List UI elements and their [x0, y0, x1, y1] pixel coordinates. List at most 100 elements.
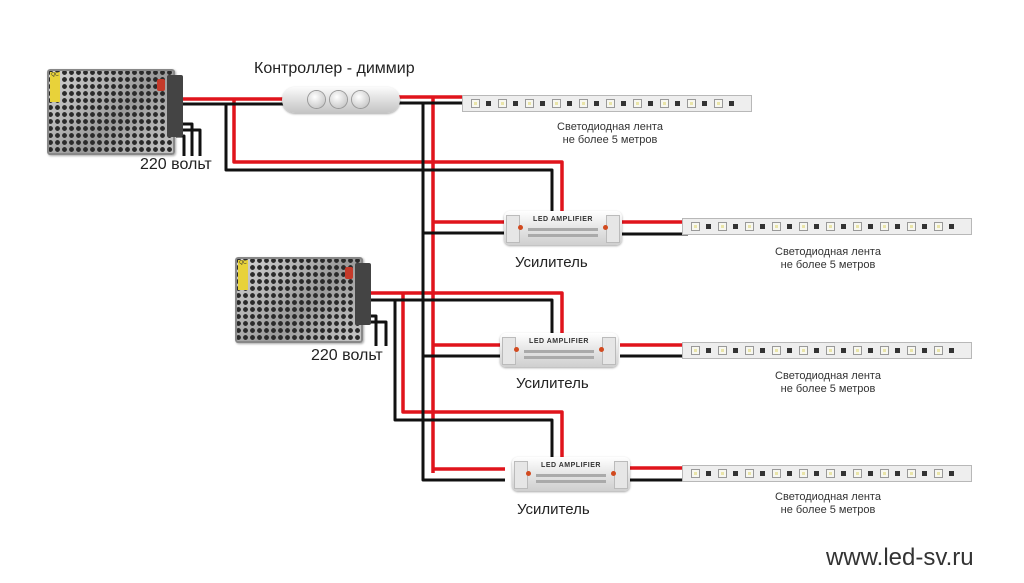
led-chip-icon — [718, 469, 727, 478]
psu-trimmer-icon — [345, 267, 353, 279]
resistor-icon — [540, 101, 545, 106]
resistor-icon — [729, 101, 734, 106]
led-chip-icon — [772, 469, 781, 478]
psu-label-icon: QC — [238, 260, 248, 290]
resistor-icon — [702, 101, 707, 106]
amp-spec-line — [536, 474, 606, 477]
led-chip-icon — [799, 222, 808, 231]
led-chip-icon — [907, 346, 916, 355]
led-strip-1 — [462, 95, 752, 112]
amp-spec-line — [528, 234, 598, 237]
resistor-icon — [733, 224, 738, 229]
resistor-icon — [513, 101, 518, 106]
strip-label-3: Светодиодная лента не более 5 метров — [758, 370, 898, 396]
led-chip-icon — [934, 222, 943, 231]
led-chip-icon — [714, 99, 723, 108]
strip-label-line1: Светодиодная лента — [775, 491, 881, 503]
resistor-icon — [922, 471, 927, 476]
resistor-icon — [594, 101, 599, 106]
controller-button-icon — [330, 91, 347, 108]
led-chip-icon — [934, 346, 943, 355]
amplifier-label-3: Усилитель — [517, 501, 590, 518]
power-supply-2: QC — [235, 257, 371, 343]
website-url: www.led-sv.ru — [826, 544, 974, 571]
led-chip-icon — [880, 222, 889, 231]
controller-label: Контроллер - диммир — [254, 60, 415, 77]
controller-button-icon — [308, 91, 325, 108]
strip-label-2: Светодиодная лента не более 5 метров — [758, 246, 898, 272]
controller-button-icon — [352, 91, 369, 108]
led-chip-icon — [691, 346, 700, 355]
led-chip-icon — [907, 469, 916, 478]
led-chip-icon — [934, 469, 943, 478]
led-chip-icon — [687, 99, 696, 108]
wire-psu2-black — [365, 298, 554, 343]
resistor-icon — [787, 224, 792, 229]
resistor-icon — [814, 348, 819, 353]
amp-spec-line — [524, 356, 594, 359]
led-chip-icon — [907, 222, 916, 231]
strip-label-line1: Светодиодная лента — [775, 370, 881, 382]
led-chip-icon — [772, 222, 781, 231]
strip-label-line2: не более 5 метров — [780, 259, 876, 271]
strip-label-line1: Светодиодная лента — [557, 121, 663, 133]
amp-led-icon — [518, 225, 523, 230]
resistor-icon — [841, 348, 846, 353]
resistor-icon — [787, 348, 792, 353]
amp-led-icon — [611, 471, 616, 476]
psu-label-icon: QC — [50, 72, 60, 102]
resistor-icon — [733, 471, 738, 476]
resistor-icon — [949, 471, 954, 476]
strip-label-line2: не более 5 метров — [780, 504, 876, 516]
led-chip-icon — [691, 222, 700, 231]
amp-spec-line — [524, 350, 594, 353]
resistor-icon — [621, 101, 626, 106]
resistor-icon — [733, 348, 738, 353]
resistor-icon — [868, 471, 873, 476]
resistor-icon — [760, 348, 765, 353]
led-chip-icon — [745, 346, 754, 355]
led-chip-icon — [772, 346, 781, 355]
resistor-icon — [841, 224, 846, 229]
power-supply-1: QC — [47, 69, 183, 155]
strip-label-line2: не более 5 метров — [780, 383, 876, 395]
resistor-icon — [841, 471, 846, 476]
negative-wires — [172, 101, 688, 482]
resistor-icon — [922, 224, 927, 229]
amplifier-2: LED AMPLIFIER — [500, 333, 618, 367]
voltage-label-2: 220 вольт — [311, 347, 383, 364]
wire-psu1-black-down — [224, 104, 554, 222]
controller-dimmer — [282, 87, 400, 113]
amp-led-icon — [599, 347, 604, 352]
resistor-icon — [868, 348, 873, 353]
resistor-icon — [760, 224, 765, 229]
amp-led-icon — [514, 347, 519, 352]
resistor-icon — [814, 471, 819, 476]
led-chip-icon — [853, 222, 862, 231]
resistor-icon — [567, 101, 572, 106]
amp-led-icon — [603, 225, 608, 230]
led-strip-2 — [682, 218, 972, 235]
led-chip-icon — [745, 469, 754, 478]
wire-psu2-red — [365, 291, 564, 343]
wire-psu1-red-down — [232, 99, 564, 220]
led-chip-icon — [826, 469, 835, 478]
led-chip-icon — [552, 99, 561, 108]
led-chip-icon — [525, 99, 534, 108]
led-chip-icon — [853, 469, 862, 478]
amp-spec-line — [528, 228, 598, 231]
led-strip-3 — [682, 342, 972, 359]
led-chip-icon — [660, 99, 669, 108]
led-chip-icon — [853, 346, 862, 355]
strip-label-1: Светодиодная лента не более 5 метров — [540, 121, 680, 147]
amp-device-text: LED AMPLIFIER — [533, 216, 593, 223]
resistor-icon — [949, 224, 954, 229]
amp-spec-line — [536, 480, 606, 483]
resistor-icon — [787, 471, 792, 476]
led-chip-icon — [718, 346, 727, 355]
amp-device-text: LED AMPLIFIER — [529, 338, 589, 345]
led-strip-4 — [682, 465, 972, 482]
resistor-icon — [486, 101, 491, 106]
led-chip-icon — [745, 222, 754, 231]
